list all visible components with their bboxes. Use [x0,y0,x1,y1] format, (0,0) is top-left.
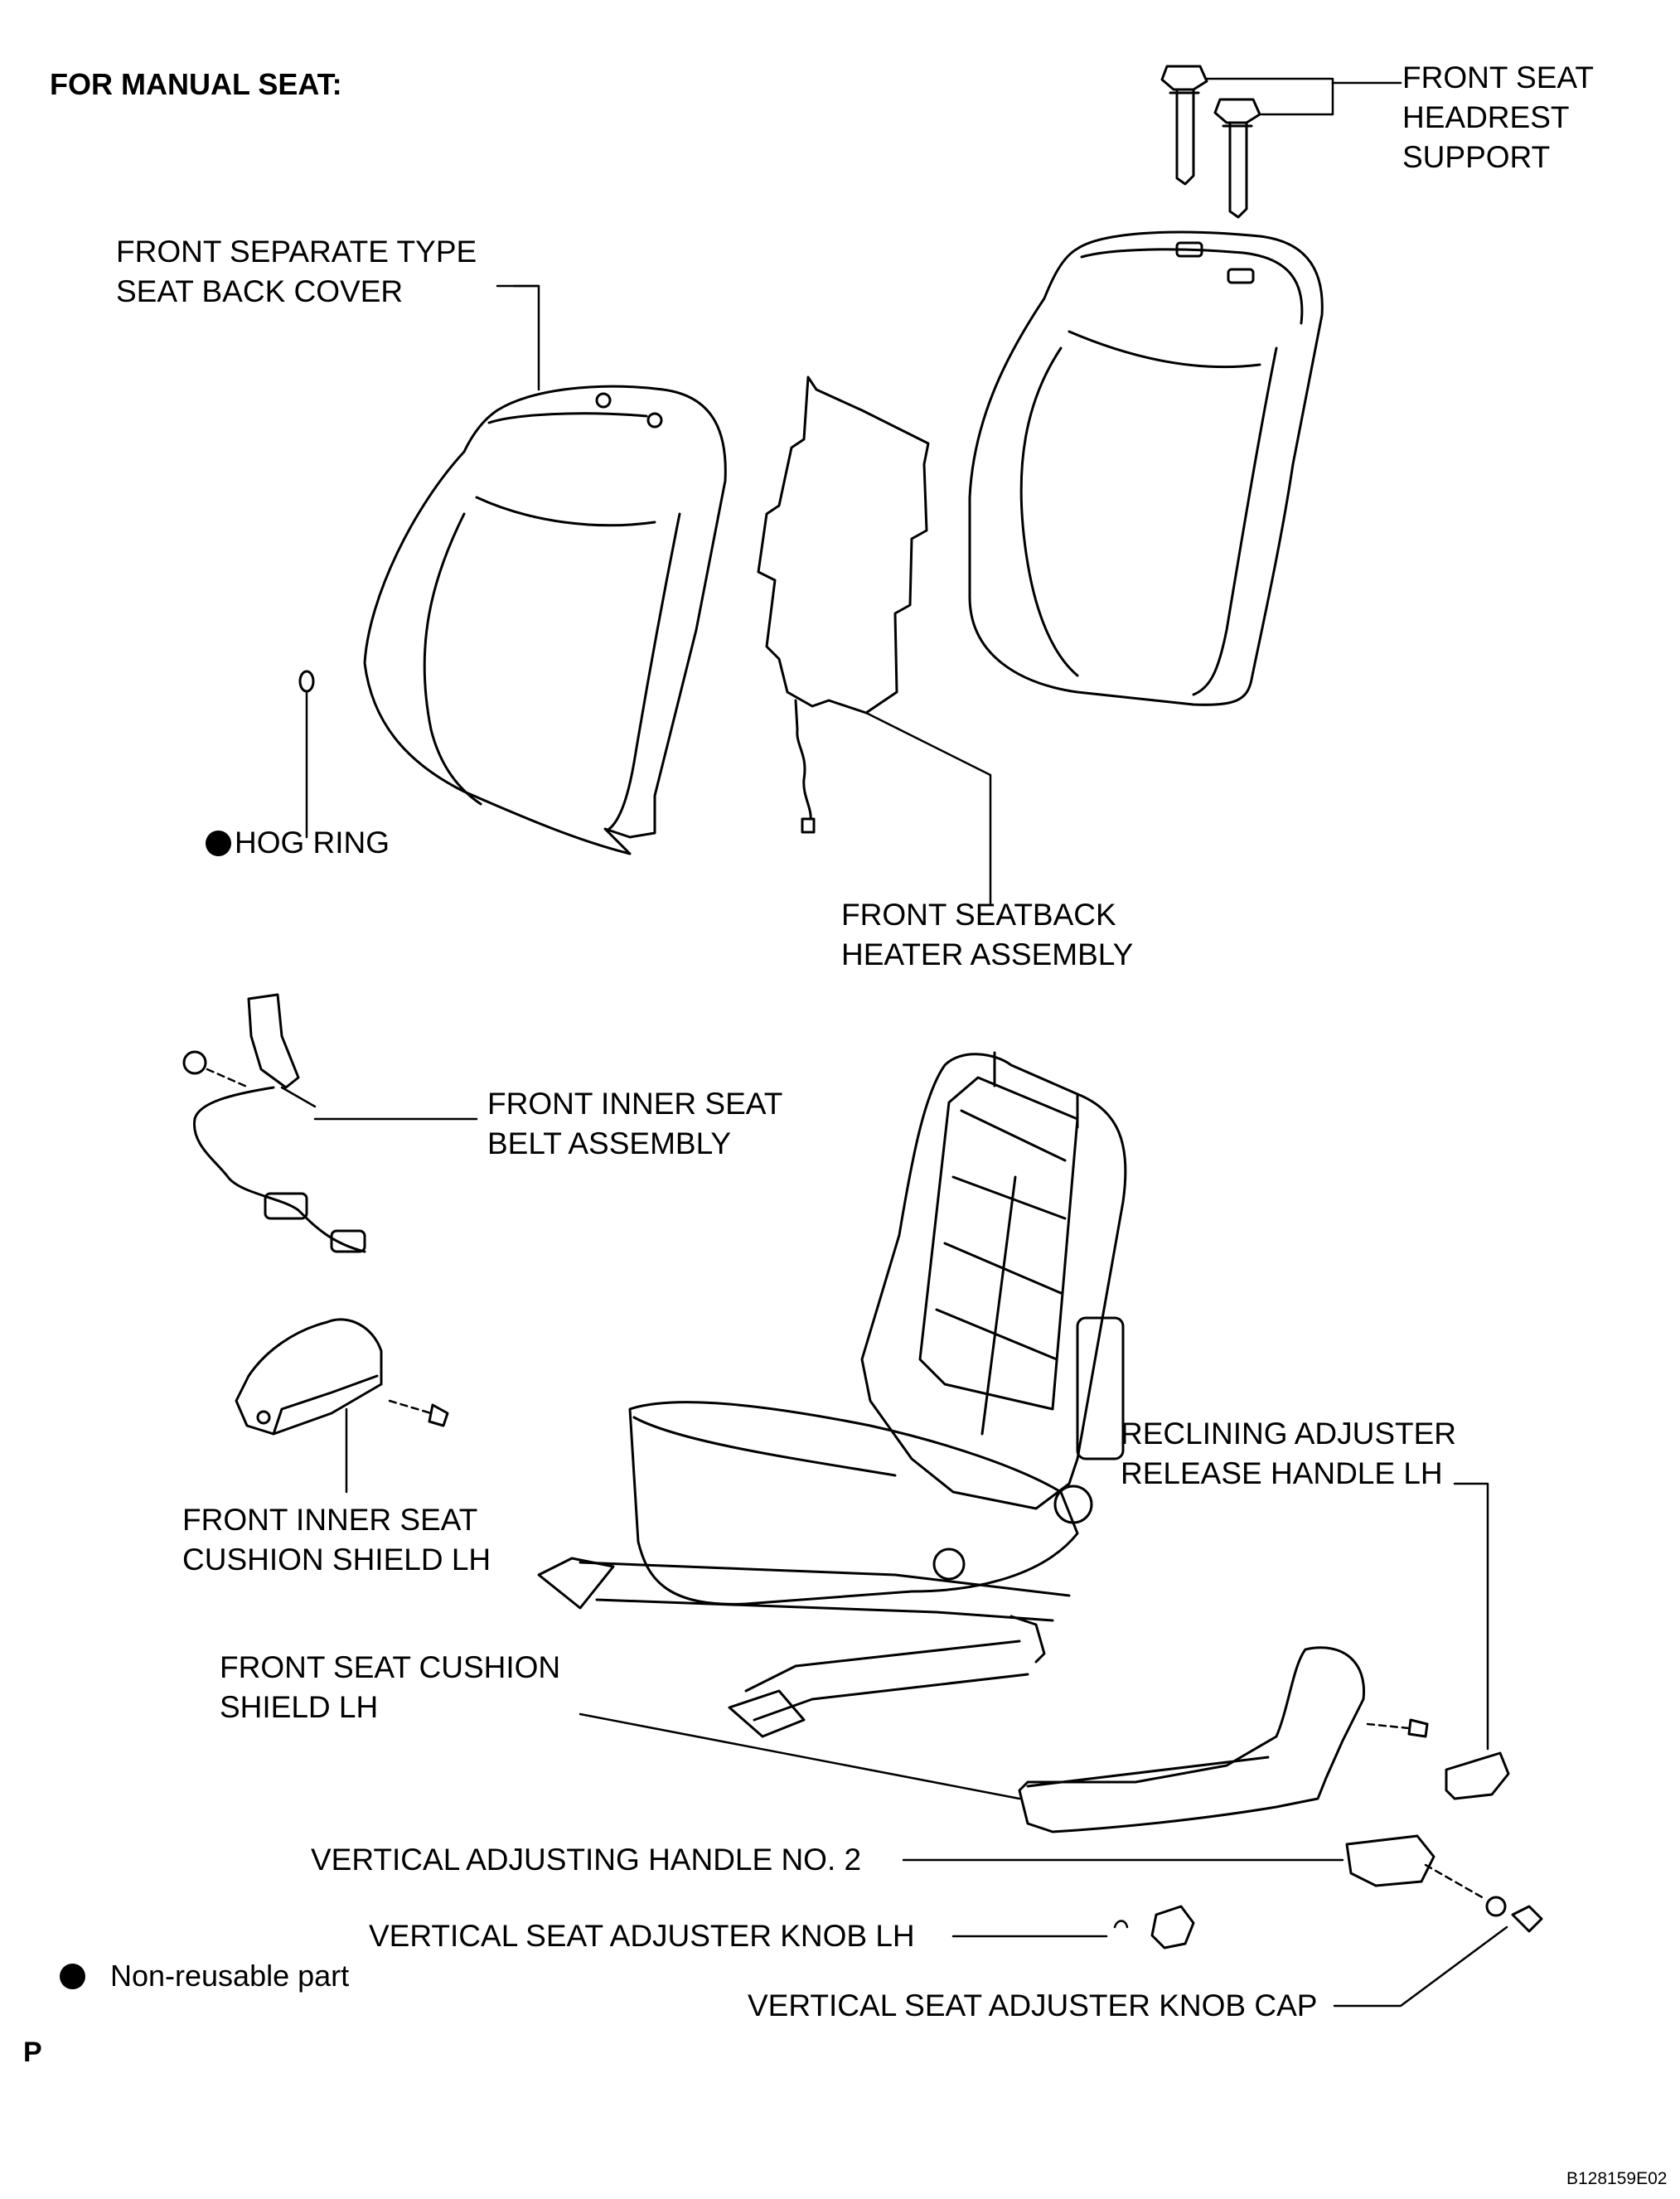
hog-ring [298,670,315,839]
filled-circle-icon [60,1964,85,1989]
seat-back-cover [363,284,727,855]
non-reusable-dot-icon [206,831,231,856]
label-seat-back-cover: FRONT SEPARATE TYPE SEAT BACK COVER [116,235,477,308]
label-seatback-heater: FRONT SEATBACK HEATER ASSEMBLY [841,898,1134,971]
cushion-shield [579,1646,1429,1833]
headrest-support-right [1213,98,1261,219]
section-mark: P [23,2037,42,2068]
label-adjuster-knob: VERTICAL SEAT ADJUSTER KNOB LH [369,1919,915,1953]
label-vertical-handle: VERTICAL ADJUSTING HANDLE NO. 2 [311,1843,862,1877]
seat-back-assembly [968,230,1324,706]
inner-cushion-shield [235,1318,449,1494]
figure-code: B128159E02 [1566,2169,1668,2188]
label-cushion-shield: FRONT SEAT CUSHION SHIELD LH [220,1650,561,1724]
vertical-adjuster-knob-cap [1333,1905,1543,2008]
label-inner-cushion-shield: FRONT INNER SEAT CUSHION SHIELD LH [182,1503,491,1577]
seat-frame-assembly [537,1051,1127,1738]
vertical-adjuster-knob [951,1905,1195,1950]
label-inner-seat-belt: FRONT INNER SEAT BELT ASSEMBLY [487,1087,783,1160]
label-adjuster-knob-cap: VERTICAL SEAT ADJUSTER KNOB CAP [748,1988,1318,2022]
label-headrest-support: FRONT SEAT HEADREST SUPPORT [1402,61,1594,174]
inner-seat-belt [182,993,478,1253]
seatback-heater [757,375,992,905]
label-hog-ring: HOG RING [206,823,390,863]
headrest-support-left [1160,65,1208,186]
headrest-support-leader [1204,77,1402,116]
diagram-header: FOR MANUAL SEAT: [50,67,342,101]
vertical-adjusting-handle [902,1834,1507,1917]
label-reclining-handle: RECLINING ADJUSTER RELEASE HANDLE LH [1121,1417,1457,1490]
legend: Non-reusable part [60,1956,349,1996]
reclining-release-handle [1445,1482,1510,1800]
